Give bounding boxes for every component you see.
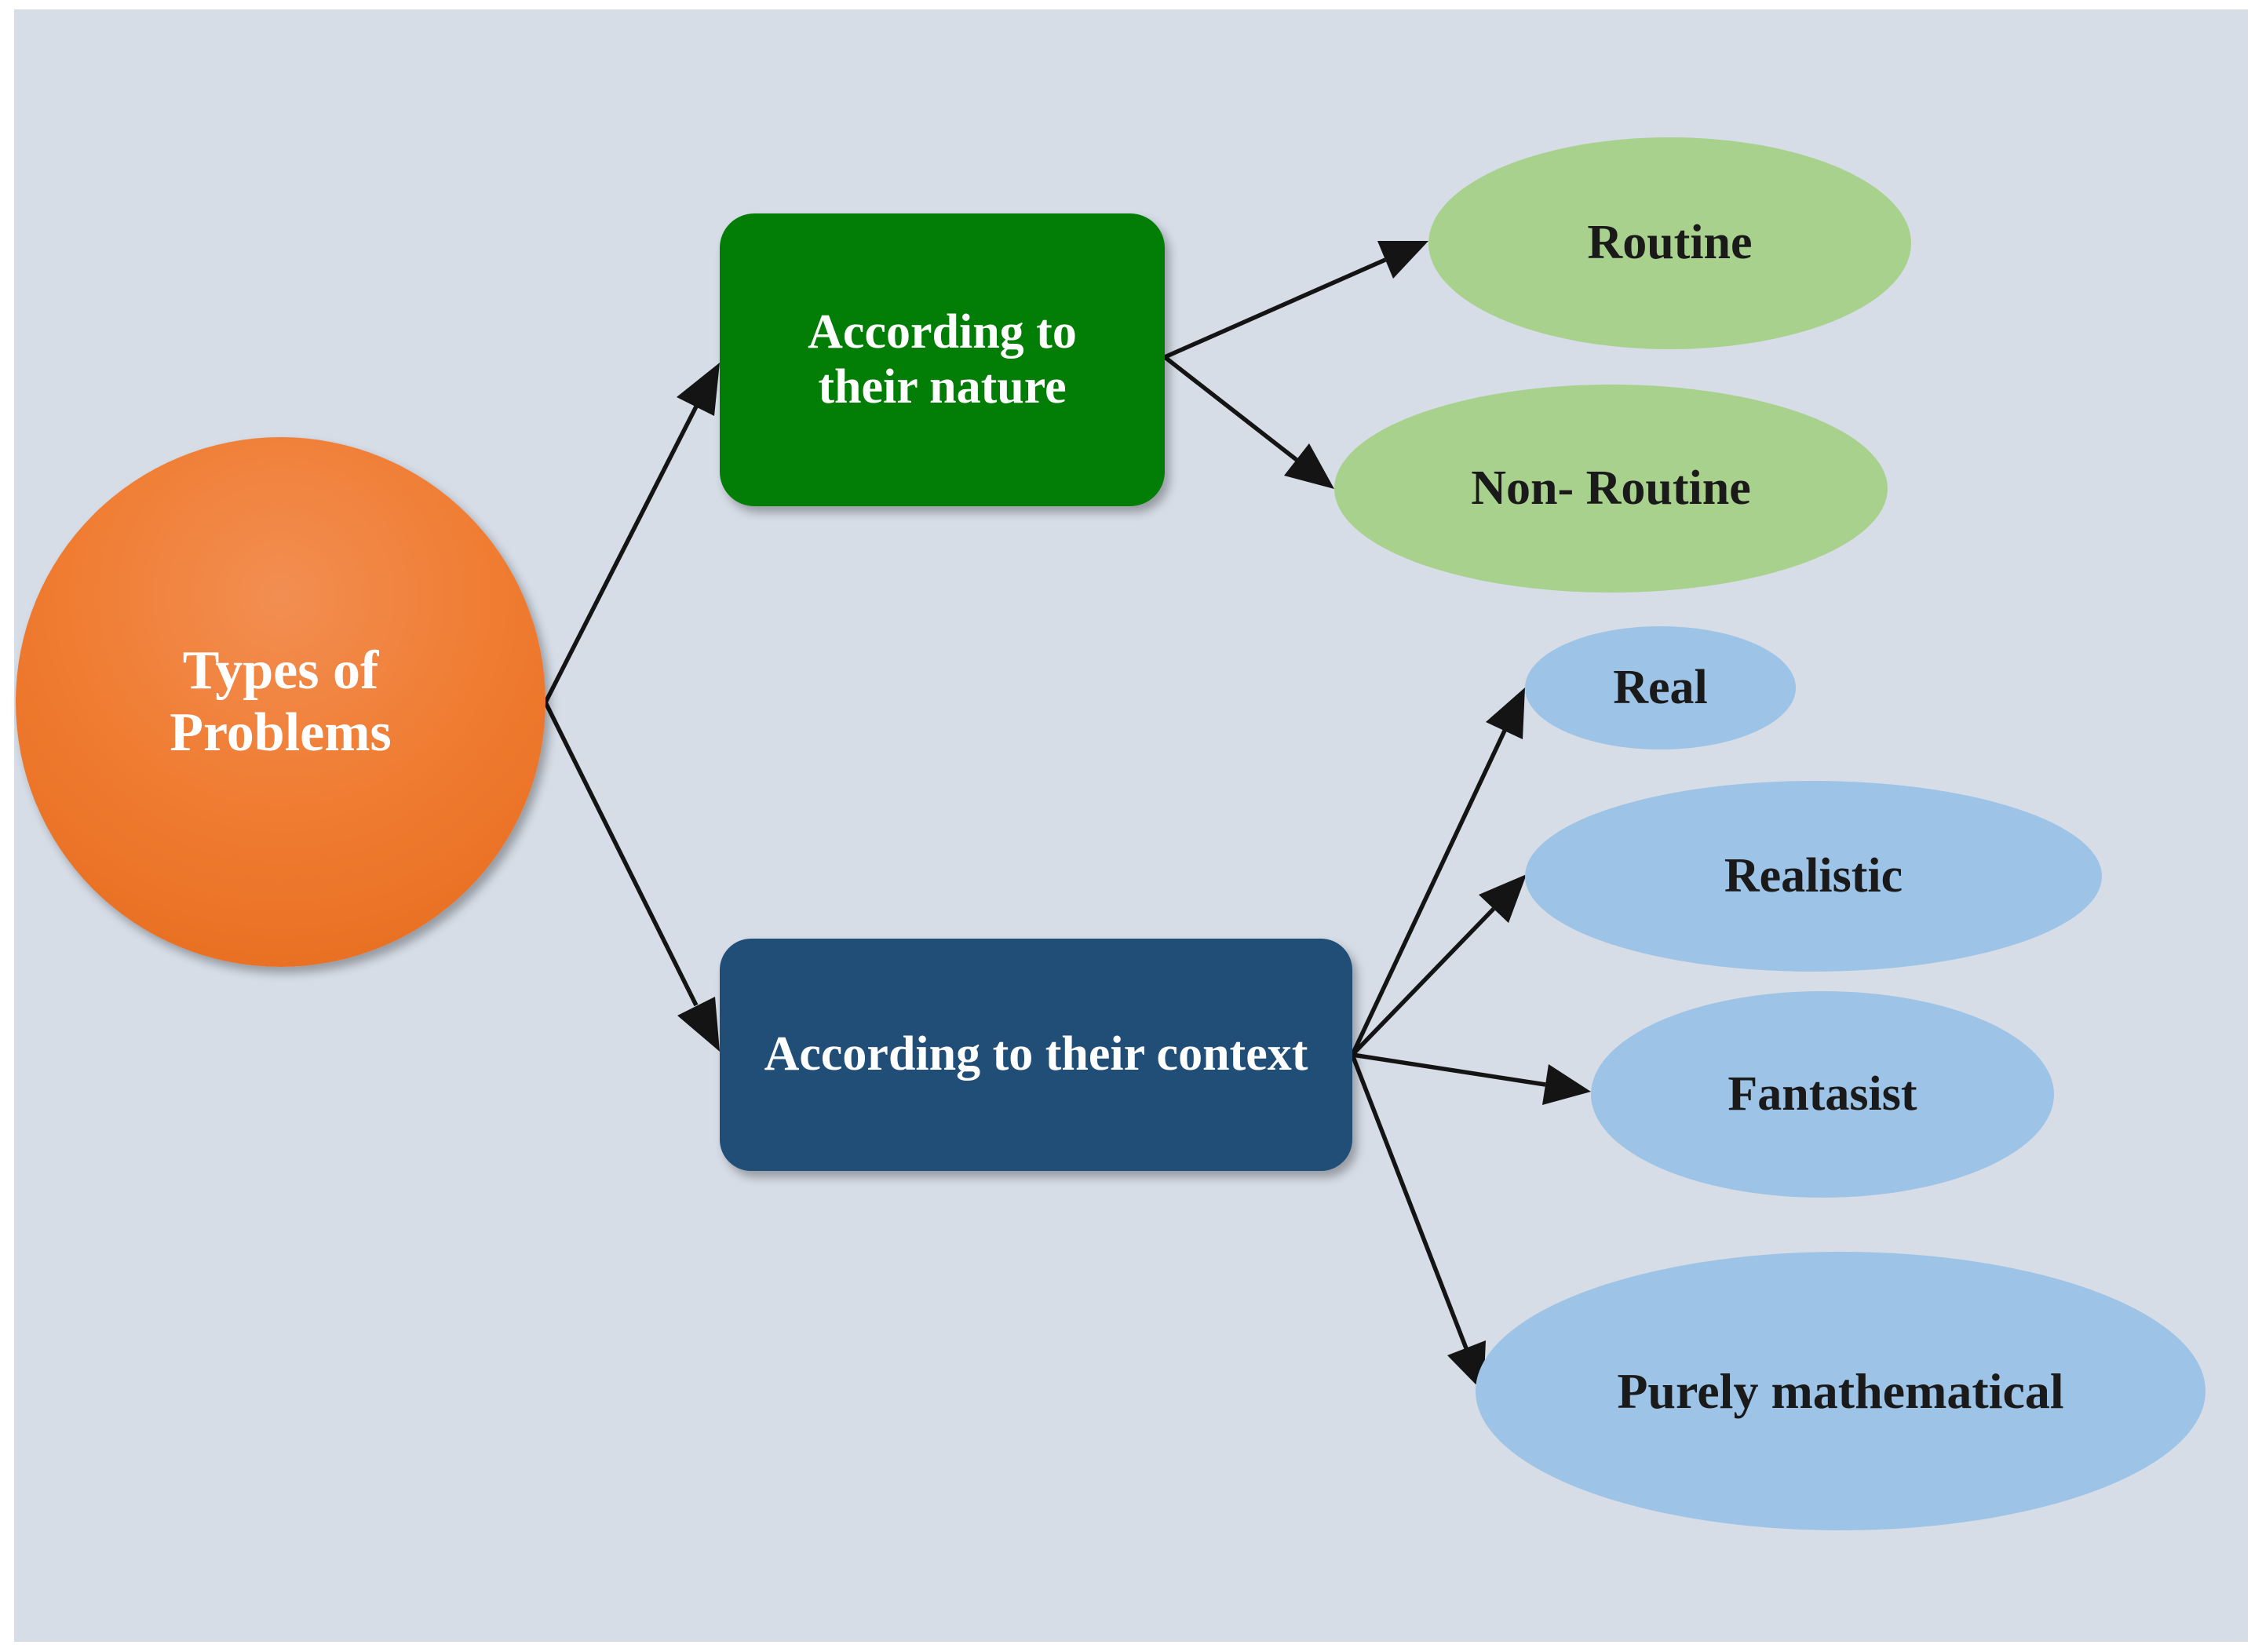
root-node-types-of-problems: Types of Problems	[16, 437, 545, 967]
leaf-node-realistic: Realistic	[1525, 781, 2102, 972]
branch-node-context: According to their context	[720, 939, 1352, 1171]
leaf-node-routine: Routine	[1428, 137, 1911, 349]
leaf-node-purely-mathematical: Purely mathematical	[1476, 1252, 2205, 1530]
leaf-node-real: Real	[1525, 626, 1796, 749]
branch-node-nature: According to their nature	[720, 213, 1165, 506]
leaf-node-non-routine: Non- Routine	[1334, 385, 1888, 593]
leaf-node-fantasist: Fantasist	[1591, 991, 2054, 1198]
